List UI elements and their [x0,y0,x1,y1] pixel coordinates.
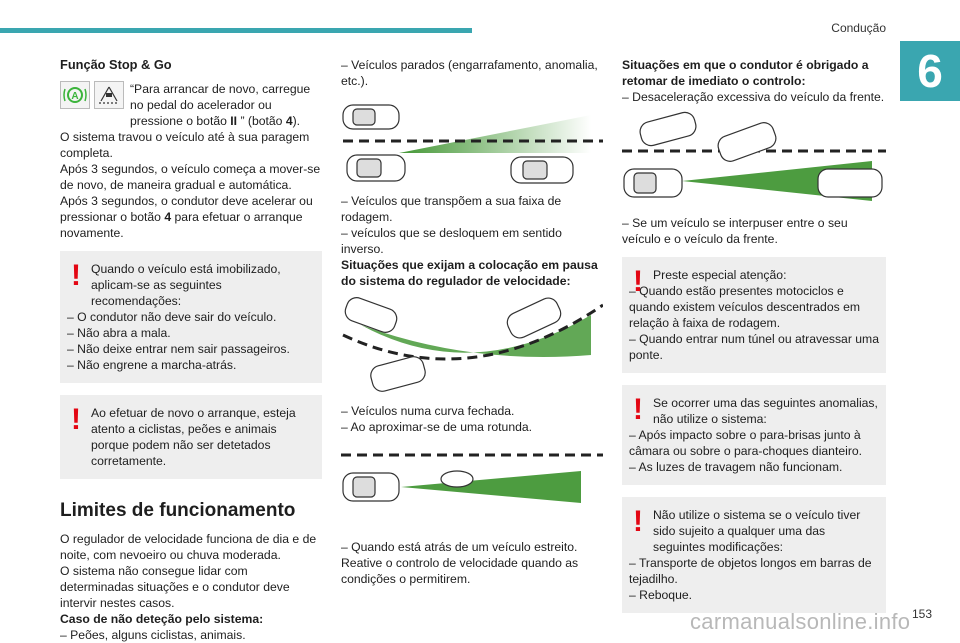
warning-icon: ! [633,393,643,426]
paragraph: Após 3 segundos, o condutor deve acelera… [60,194,313,240]
header-accent-bar [0,28,472,33]
warning-icon: ! [71,403,81,436]
stop-go-intro: A “Para arrancar de novo, carregue no pe… [60,81,322,129]
warning-icon: ! [633,505,643,538]
paragraph: O sistema travou o veículo até à sua par… [60,130,310,160]
column-2: – Veículos parados (engarrafamento, anom… [341,57,603,587]
warning-note: ! Preste especial atenção: – Quando estã… [622,257,886,373]
warning-note: ! Quando o veículo está imobilizado, apl… [60,251,322,383]
warning-note: ! Ao efetuar de novo o arranque, esteja … [60,395,322,479]
warning-note: ! Se ocorrer uma das seguintes anomalias… [622,385,886,485]
auto-hold-icon: A [60,81,90,109]
road-warning-icon [94,81,124,109]
svg-text:A: A [71,91,78,102]
warning-note: ! Não utilize o sistema se o veículo tiv… [622,497,886,613]
column-1: Função Stop & Go A “Para arrancar de nov… [60,57,322,642]
deceleration-figure [622,111,886,201]
stopped-vehicles-figure [342,104,603,184]
column-3: Situações em que o condutor é obrigado a… [622,57,886,625]
watermark: carmanualsonline.info [690,609,911,634]
narrow-vehicle-figure [341,453,603,503]
stop-go-heading: Função Stop & Go [60,57,172,72]
curve-figure [342,297,603,392]
chapter-number-badge: 6 [900,41,960,101]
warning-icon: ! [633,265,643,298]
section-title: Condução [831,21,886,35]
warning-icon: ! [71,259,81,292]
paragraph: Após 3 segundos, o veículo começa a move… [60,162,321,192]
limits-heading: Limites de funcionamento [60,500,296,521]
page-number: 153 [911,607,932,621]
